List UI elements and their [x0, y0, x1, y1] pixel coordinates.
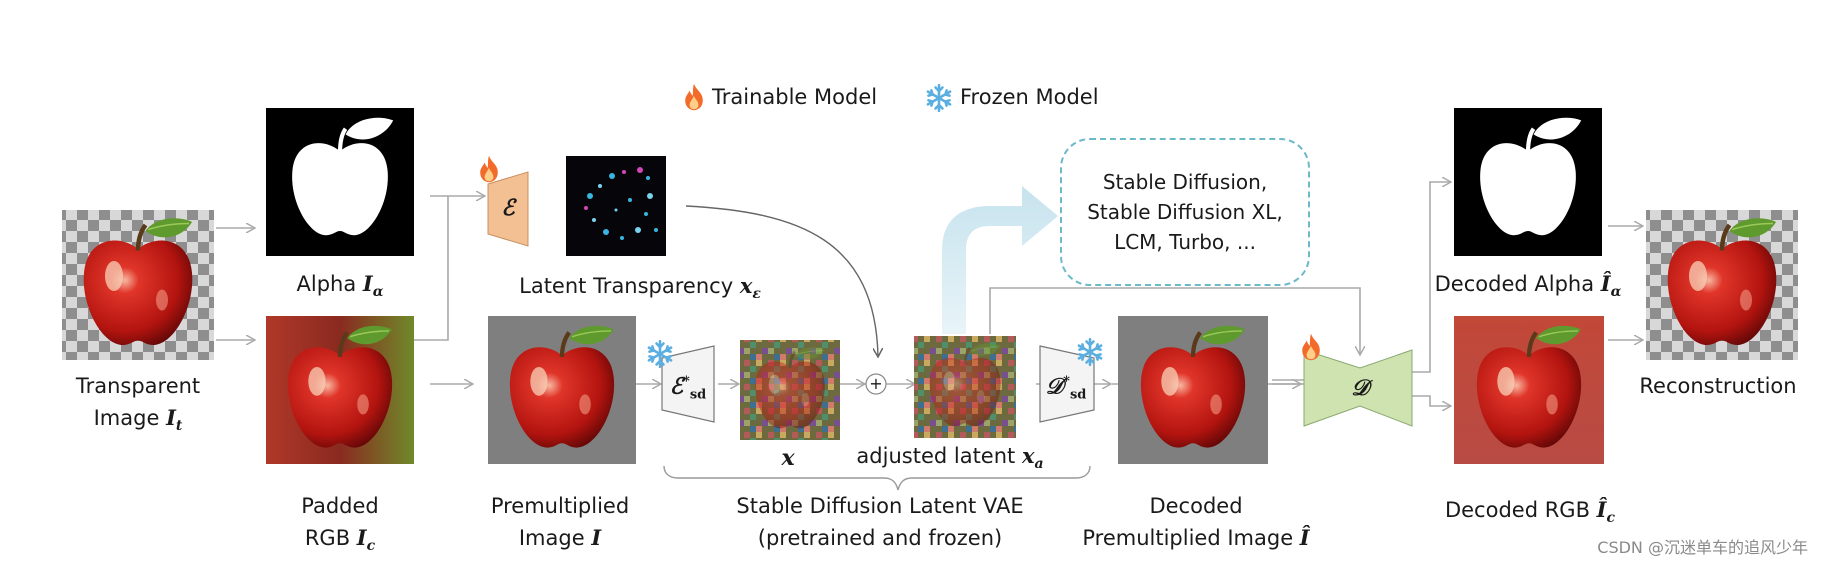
latent-x-label: x: [781, 445, 795, 471]
latent-transparency-image: [566, 156, 666, 256]
premultiplied-label: Premultiplied Image I: [490, 494, 630, 550]
watermark: CSDN @沉迷单车的追风少年: [1597, 538, 1808, 557]
sd-model-line-1: Stable Diffusion,: [1102, 170, 1268, 194]
alpha-label: Alpha Iα: [296, 271, 384, 301]
legend-trainable: Trainable Model: [712, 85, 878, 109]
encoder-flame-icon: [480, 155, 498, 183]
latent-transparency-label: Latent Transparency xε: [519, 273, 761, 303]
padded-rgb-label: Padded RGB Ic: [301, 494, 379, 555]
sd-model-line-3: LCM, Turbo, ...: [1114, 230, 1256, 254]
reconstruction-label: Reconstruction: [1639, 374, 1797, 398]
plus-node: [865, 373, 887, 395]
decoded-premultiplied-label: Decoded Premultiplied Image Î: [1082, 494, 1310, 550]
plus-label: +: [869, 374, 883, 393]
legend-frozen: Frozen Model: [960, 85, 1099, 109]
legend-snowflake-icon: [926, 84, 952, 112]
decoded-rgb-label: Decoded RGB Îc: [1444, 497, 1616, 527]
decoded-alpha-label: Decoded Alpha Îα: [1434, 271, 1622, 301]
alpha-decoder-label: 𝒟: [1351, 375, 1369, 401]
sd-models-box: Stable Diffusion, Stable Diffusion XL, L…: [1060, 138, 1310, 286]
vae-label: Stable Diffusion Latent VAE (pretrained …: [736, 494, 1024, 550]
latent-curve-arrow: [685, 205, 878, 356]
vae-bracket: [663, 465, 1091, 491]
sd-encoder-label: ℰ*sd: [669, 373, 707, 403]
transparent-image-label: Transparent Image It: [75, 374, 201, 435]
latent-transparency-dots: [584, 167, 658, 240]
sd-encoder-shape: [661, 345, 715, 423]
sd-model-line-2: Stable Diffusion XL,: [1087, 200, 1283, 224]
sd-models-arrow: [942, 186, 1058, 334]
sd-decoder-label: 𝒟*sd: [1045, 373, 1087, 403]
transparency-encoder-shape: [487, 171, 529, 247]
adjusted-latent-label: adjusted latent xa: [856, 443, 1044, 473]
alpha-decoder-shape: [1303, 349, 1413, 427]
decoder-flame-icon: [1302, 333, 1320, 361]
sd-decoder-shape: [1039, 345, 1095, 423]
legend-flame-icon: [685, 83, 703, 111]
transparency-encoder-label: ℰ: [501, 195, 515, 221]
